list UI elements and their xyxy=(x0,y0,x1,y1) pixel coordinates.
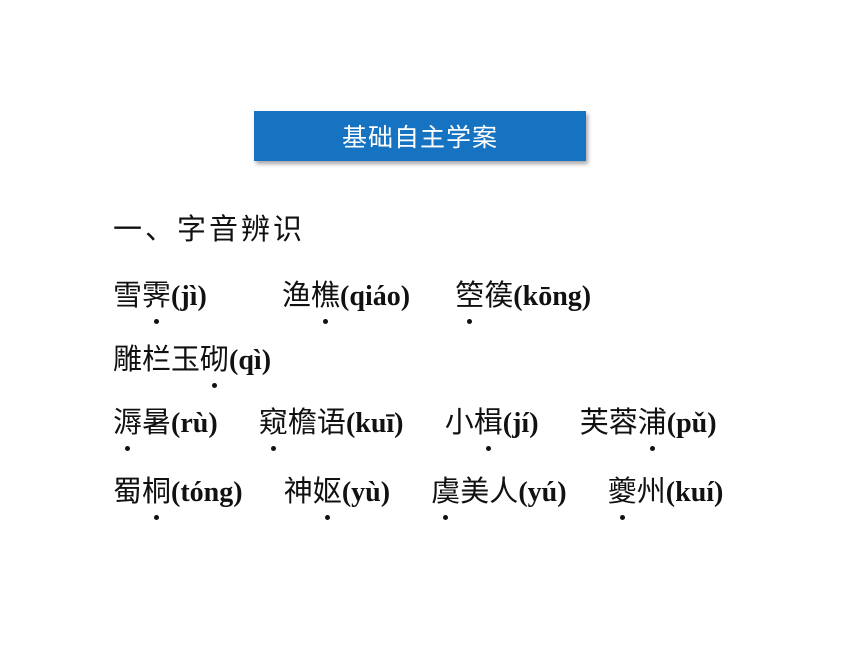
dotted-character: 樵 xyxy=(311,275,340,324)
dotted-character: 霁 xyxy=(142,275,171,324)
dotted-character: 桐 xyxy=(142,471,171,520)
word-text: 小 xyxy=(444,405,474,439)
pinyin: (qì) xyxy=(229,345,272,376)
word-text: 暑 xyxy=(142,405,172,439)
pronunciation-row-2: 雕栏玉砌(qì) xyxy=(113,339,272,388)
dotted-character: 妪 xyxy=(313,471,342,520)
word-text: 州 xyxy=(636,474,666,508)
word-entry: 窥檐语(kuī) xyxy=(259,402,404,451)
pronunciation-row-4: 蜀桐(tóng) 神妪(yù) 虞美人(yú) 夔州(kuí) xyxy=(113,471,724,520)
word-text: 篌 xyxy=(484,278,514,312)
pinyin: (pǔ) xyxy=(666,408,717,439)
word-entry: 虞美人(yú) xyxy=(431,471,567,520)
dotted-character: 箜 xyxy=(455,275,484,324)
dotted-character: 砌 xyxy=(200,339,229,388)
word-entry: 神妪(yù) xyxy=(283,471,391,520)
word-text: 蜀 xyxy=(113,474,143,508)
word-text: 雕栏玉 xyxy=(113,342,201,376)
pinyin: (jì) xyxy=(171,281,207,312)
section-heading: 一、字音辨识 xyxy=(113,212,306,246)
pronunciation-row-1: 雪霁(jì) 渔樵(qiáo) 箜篌(kōng) xyxy=(113,275,592,324)
word-text: 神 xyxy=(283,474,313,508)
word-text: 雪 xyxy=(113,278,143,312)
dotted-character: 虞 xyxy=(431,471,460,520)
pinyin: (kuí) xyxy=(665,477,724,508)
word-entry: 雪霁(jì) xyxy=(113,275,207,324)
pinyin: (jí) xyxy=(502,408,539,439)
pinyin: (yú) xyxy=(518,477,567,508)
dotted-character: 溽 xyxy=(113,402,142,451)
word-entry: 渔樵(qiáo) xyxy=(282,275,411,324)
title-text: 基础自主学案 xyxy=(341,123,498,152)
dotted-character: 夔 xyxy=(608,471,637,520)
word-entry: 蜀桐(tóng) xyxy=(113,471,243,520)
pinyin: (tóng) xyxy=(171,477,243,508)
pinyin: (qiáo) xyxy=(340,281,411,312)
pinyin: (kuī) xyxy=(345,408,404,439)
dotted-character: 窥 xyxy=(259,402,288,451)
word-text: 渔 xyxy=(282,278,312,312)
word-text: 芙蓉 xyxy=(579,405,638,439)
word-entry: 溽暑(rù) xyxy=(113,402,218,451)
pinyin: (rù) xyxy=(171,408,218,439)
pinyin: (yù) xyxy=(341,477,391,508)
word-entry: 雕栏玉砌(qì) xyxy=(113,339,272,388)
dotted-character: 楫 xyxy=(474,402,503,451)
word-entry: 小楫(jí) xyxy=(444,402,539,451)
word-text: 美人 xyxy=(460,474,519,508)
pinyin: (kōng) xyxy=(513,281,592,312)
word-text: 檐语 xyxy=(287,405,346,439)
word-entry: 箜篌(kōng) xyxy=(455,275,592,324)
dotted-character: 浦 xyxy=(638,402,667,451)
word-entry: 芙蓉浦(pǔ) xyxy=(579,402,717,451)
pronunciation-row-3: 溽暑(rù) 窥檐语(kuī) 小楫(jí) 芙蓉浦(pǔ) xyxy=(113,402,717,451)
title-banner: 基础自主学案 xyxy=(254,111,586,161)
word-entry: 夔州(kuí) xyxy=(608,471,724,520)
